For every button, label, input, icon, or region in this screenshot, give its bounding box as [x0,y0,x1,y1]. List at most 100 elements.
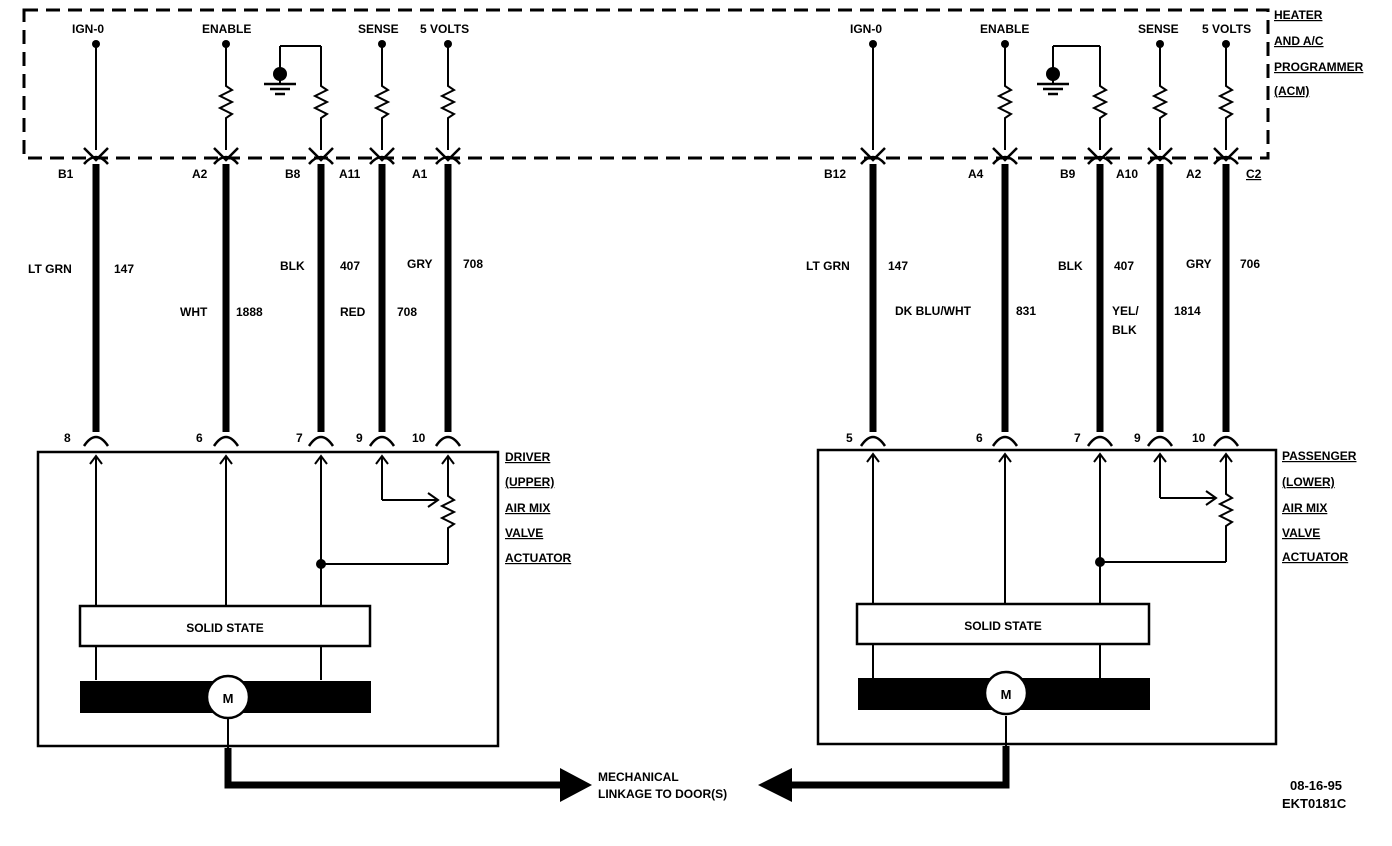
right-signal-5v: 5 VOLTS [1202,22,1251,36]
left-signal-sense: SENSE [358,22,399,36]
left-wire-labels: LT GRN 147 WHT 1888 BLK 407 RED 708 GRY … [28,257,483,319]
left-wire-color-5: GRY [407,257,433,271]
right-module-signals: IGN-0 ENABLE SENSE 5 VOLTS [850,22,1251,150]
left-actuator: SOLID STATE M [36,450,500,750]
left-pin-a2: A2 [192,167,208,181]
svg-text:(UPPER): (UPPER) [505,475,554,489]
left-signal-5v: 5 VOLTS [420,22,469,36]
left-act-pin-7: 7 [296,431,303,445]
right-circuit-4: 1814 [1174,304,1201,318]
footer-date: 08-16-95 [1290,778,1342,793]
right-actuator: SOLID STATE M [816,448,1278,748]
left-motor-label: M [223,691,234,706]
left-linkage-arrow-icon [560,768,592,802]
right-act-pin-9: 9 [1134,431,1141,445]
right-act-pin-7: 7 [1074,431,1081,445]
right-linkage-arrow-icon [758,768,792,802]
left-actuator-pins: 8 6 7 9 10 [64,431,426,445]
svg-text:VALVE: VALVE [505,526,543,540]
right-pin-a2: A2 [1186,167,1202,181]
left-actuator-connectors [82,435,462,447]
right-motor-label: M [1001,687,1012,702]
svg-text:(ACM): (ACM) [1274,84,1309,98]
svg-text:AIR MIX: AIR MIX [1282,501,1327,515]
left-solid-state-box [78,604,372,648]
right-solid-state-label: SOLID STATE [964,619,1042,633]
left-wire-color-3: BLK [280,259,305,273]
right-wires [869,164,1230,432]
right-pin-b12: B12 [824,167,846,181]
mechanical-linkage: MECHANICAL LINKAGE TO DOOR(S) [224,746,1010,802]
left-ground-icon [262,65,298,96]
linkage-label-2: LINKAGE TO DOOR(S) [598,787,727,801]
module-title: HEATER AND A/C PROGRAMMER (ACM) [1274,8,1364,98]
left-act-pin-6: 6 [196,431,203,445]
right-pin-a4: A4 [968,167,984,181]
left-wires [92,164,452,432]
right-wire-color-3: BLK [1058,259,1083,273]
right-wire-color-4b: BLK [1112,323,1137,337]
right-module-pins: B12 A4 B9 A10 A2 C2 [824,167,1262,181]
footer: 08-16-95 EKT0181C [1282,778,1347,811]
right-pin-b9: B9 [1060,167,1076,181]
left-circuit-3: 407 [340,259,360,273]
left-module-pins: B1 A2 B8 A11 A1 [58,167,428,181]
right-solid-state-box [855,602,1151,646]
right-actuator-connectors [859,435,1240,447]
svg-text:VALVE: VALVE [1282,526,1320,540]
right-circuit-3: 407 [1114,259,1134,273]
right-act-pin-5: 5 [846,431,853,445]
left-signal-enable: ENABLE [202,22,251,36]
left-pin-a1: A1 [412,167,428,181]
right-module-connectors [860,147,1239,165]
left-wire-color-4: RED [340,305,366,319]
right-signal-sense: SENSE [1138,22,1179,36]
right-signal-enable: ENABLE [980,22,1029,36]
left-module-connectors [83,147,461,165]
svg-text:PASSENGER: PASSENGER [1282,449,1357,463]
right-circuit-1: 147 [888,259,908,273]
svg-text:AIR MIX: AIR MIX [505,501,550,515]
right-pin-a10: A10 [1116,167,1138,181]
right-actuator-title: PASSENGER (LOWER) AIR MIX VALVE ACTUATOR [1282,449,1357,564]
right-motor-icon [983,670,1029,716]
linkage-label-1: MECHANICAL [598,770,679,784]
right-act-pin-6: 6 [976,431,983,445]
left-solid-state-label: SOLID STATE [186,621,264,635]
right-ground-icon [1035,65,1071,96]
right-wire-color-5: GRY [1186,257,1212,271]
right-wire-color-4a: YEL/ [1112,304,1139,318]
left-actuator-title: DRIVER (UPPER) AIR MIX VALVE ACTUATOR [505,450,572,565]
svg-text:AND A/C: AND A/C [1274,34,1324,48]
left-circuit-5: 708 [463,257,483,271]
svg-text:HEATER: HEATER [1274,8,1323,22]
right-circuit-5: 706 [1240,257,1260,271]
svg-text:PROGRAMMER: PROGRAMMER [1274,60,1364,74]
left-circuit-2: 1888 [236,305,263,319]
left-pin-a11: A11 [339,167,361,181]
left-circuit-4: 708 [397,305,417,319]
svg-text:ACTUATOR: ACTUATOR [505,551,572,565]
right-act-pin-10: 10 [1192,431,1206,445]
right-pin-c2: C2 [1246,167,1262,181]
left-act-pin-9: 9 [356,431,363,445]
right-wire-labels: LT GRN 147 DK BLU/WHT 831 BLK 407 YEL/ B… [806,257,1260,337]
right-actuator-pins: 5 6 7 9 10 [846,431,1206,445]
left-wire-color-1: LT GRN [28,262,72,276]
svg-text:ACTUATOR: ACTUATOR [1282,550,1349,564]
left-pin-b1: B1 [58,167,74,181]
right-wire-color-2: DK BLU/WHT [895,304,972,318]
right-circuit-2: 831 [1016,304,1036,318]
left-pin-b8: B8 [285,167,301,181]
left-signal-ign: IGN-0 [72,22,104,36]
left-act-pin-8: 8 [64,431,71,445]
left-module-signals: IGN-0 ENABLE SENSE 5 VOLTS [72,22,469,150]
left-circuit-1: 147 [114,262,134,276]
right-wire-color-1: LT GRN [806,259,850,273]
footer-code: EKT0181C [1282,796,1347,811]
left-wire-color-2: WHT [180,305,208,319]
left-act-pin-10: 10 [412,431,426,445]
module-boundary [22,8,1270,160]
left-motor-icon [205,674,251,720]
